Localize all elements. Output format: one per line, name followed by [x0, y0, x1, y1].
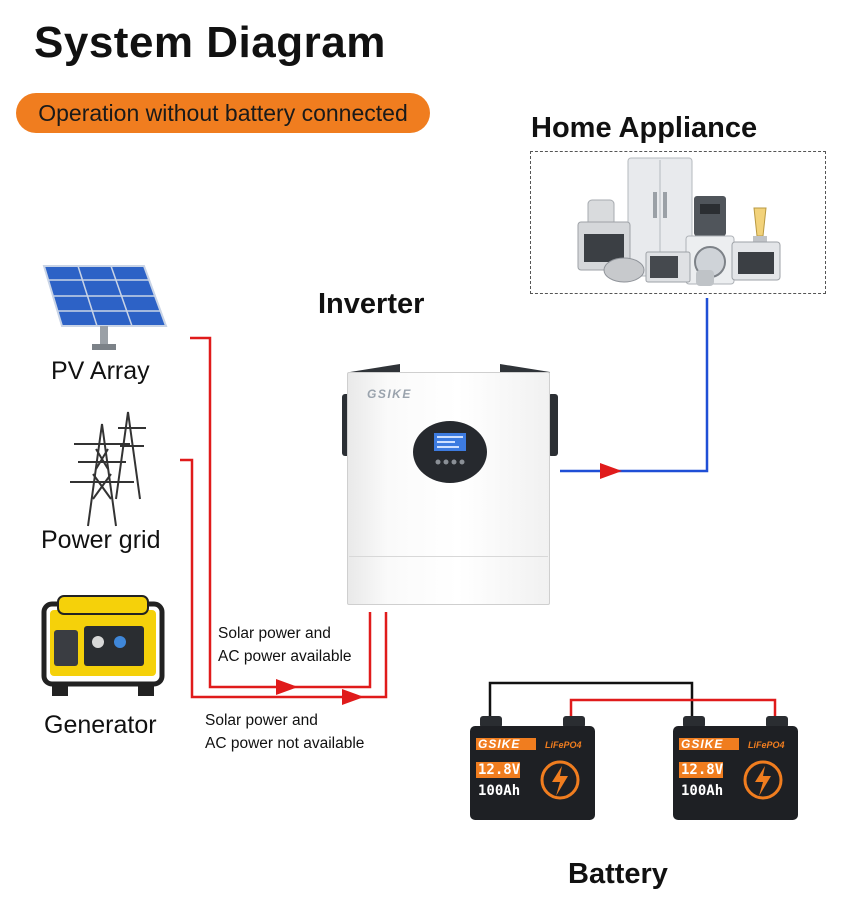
battery-left-brand: GSIKE — [478, 737, 521, 751]
battery-right-voltage: 12.8V — [681, 762, 724, 778]
inverter-panel-seam — [349, 556, 548, 557]
generator-icon — [41, 595, 165, 696]
note-ac-not-available-line1: Solar power and — [205, 712, 318, 729]
note-ac-available-line1: Solar power and — [218, 625, 331, 642]
battery-right-chemistry: LiFePO4 — [748, 740, 785, 750]
power-grid-label: Power grid — [41, 526, 161, 554]
flow-arrow-ac-not-available — [342, 689, 364, 705]
note-ac-available: Solar power and AC power available — [218, 622, 352, 668]
battery-label: Battery — [568, 858, 668, 890]
battery-right-capacity: 100Ah — [681, 783, 724, 799]
solar-panel-icon — [42, 265, 168, 350]
flow-arrow-output — [600, 463, 622, 479]
battery-right-brand: GSIKE — [681, 737, 724, 751]
flow-arrow-ac-available — [276, 679, 298, 695]
battery-left-chemistry: LiFePO4 — [545, 740, 582, 750]
inverter-device — [347, 372, 550, 605]
appliances-illustration — [577, 157, 781, 286]
note-ac-not-available: Solar power and AC power not available — [205, 709, 364, 755]
battery-left-capacity: 100Ah — [478, 783, 521, 799]
home-appliance-label: Home Appliance — [531, 112, 758, 144]
appliance-box — [530, 151, 826, 294]
mode-badge: Operation without battery connected — [16, 93, 430, 133]
pv-array-label: PV Array — [51, 357, 150, 385]
battery-icon — [673, 716, 798, 820]
note-ac-available-line2: AC power available — [218, 648, 352, 665]
inverter-label: Inverter — [318, 288, 425, 320]
battery-left: GSIKE LiFePO4 12.8V 100Ah — [470, 712, 595, 820]
transmission-tower-icon — [70, 411, 146, 527]
page-title: System Diagram — [34, 18, 386, 67]
battery-icon — [470, 716, 595, 820]
inverter-brand: GSIKE — [367, 387, 412, 401]
inverter-display-icon — [413, 421, 487, 483]
battery-left-voltage: 12.8V — [478, 762, 521, 778]
note-ac-not-available-line2: AC power not available — [205, 735, 365, 752]
battery-right: GSIKE LiFePO4 12.8V 100Ah — [673, 712, 798, 820]
generator-label: Generator — [44, 711, 157, 739]
